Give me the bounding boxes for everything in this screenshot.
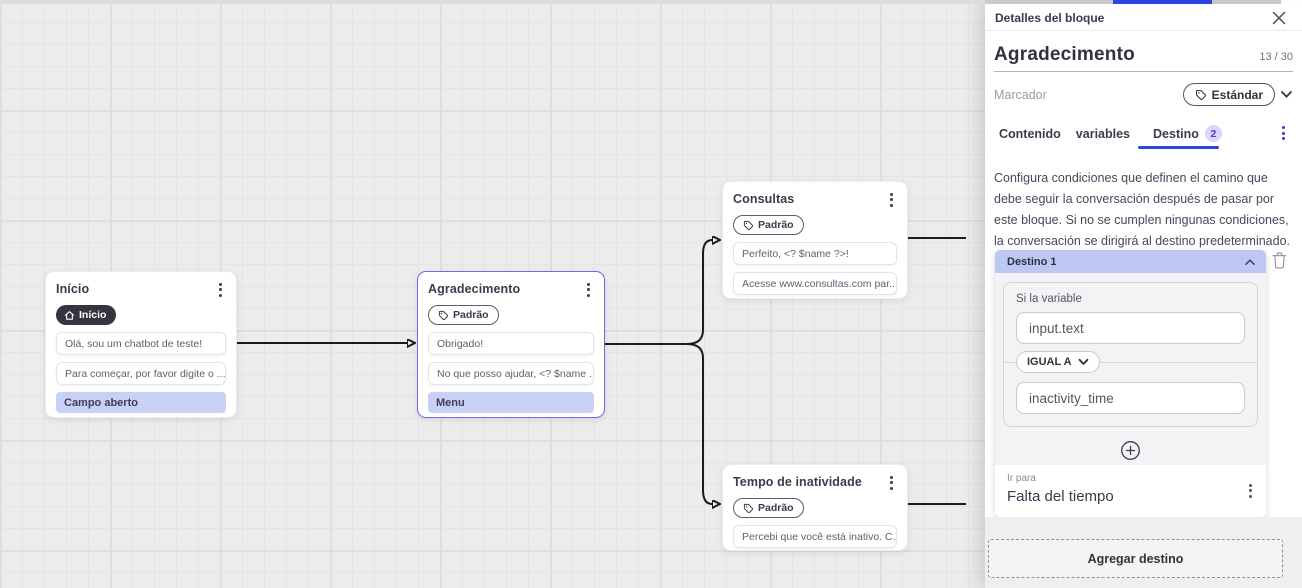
node-menu-icon[interactable] (886, 475, 897, 491)
node-message[interactable]: Percebi que você está inativo. C... (733, 525, 897, 548)
node-type-badge: Padrão (428, 305, 499, 325)
destination-title: Destino 1 (1007, 255, 1057, 268)
active-tab-indicator (1138, 146, 1219, 149)
node-type-badge: Padrão (733, 498, 804, 518)
char-counter: 13 / 30 (1259, 51, 1293, 63)
condition-divider (1004, 362, 1257, 363)
chevron-down-icon (1078, 358, 1088, 365)
node-type-badge: Início (56, 305, 117, 325)
tag-icon (438, 310, 449, 320)
chevron-down-icon[interactable] (1280, 90, 1293, 99)
if-variable-label: Si la variable (1016, 293, 1082, 305)
top-strip (0, 0, 1302, 4)
flow-node-inicio[interactable]: Início Início Olá, sou um chatbot de tes… (45, 271, 237, 418)
home-icon (64, 310, 75, 320)
node-type-badge: Padrão (733, 215, 804, 235)
comparison-value-input[interactable] (1016, 382, 1245, 414)
node-title: Início (56, 282, 90, 296)
tab-contenido[interactable]: Contenido (999, 126, 1061, 141)
add-condition-icon[interactable] (1120, 440, 1141, 461)
chevron-up-icon[interactable] (1244, 258, 1256, 266)
node-message[interactable]: Perfeito, <? $name ?>! (733, 242, 897, 265)
go-to-value: Falta del tiempo (1007, 488, 1114, 505)
node-message[interactable]: No que posso ajudar, <? $name ... (428, 362, 594, 385)
marker-value-pill[interactable]: Estándar (1182, 83, 1275, 106)
node-menu-icon[interactable] (886, 192, 897, 208)
tab-options-icon[interactable] (1278, 125, 1289, 141)
node-menu-icon[interactable] (215, 282, 226, 298)
top-strip-blue-segment (1113, 0, 1212, 4)
destination-count-badge: 2 (1204, 125, 1222, 142)
tab-destino[interactable]: Destino 2 (1153, 125, 1222, 142)
go-to-menu-icon[interactable] (1245, 483, 1256, 517)
flow-node-agradecimento[interactable]: Agradecimento Padrão Obrigado! No que po… (417, 271, 605, 418)
panel-tabs: Contenido variables Destino 2 (985, 119, 1302, 149)
tag-icon (743, 503, 754, 513)
node-message[interactable]: Obrigado! (428, 332, 594, 355)
condition-card: Si la variable IGUAL A (1003, 282, 1258, 427)
panel-title: Detalles del bloque (995, 11, 1105, 25)
go-to-label: Ir para (1007, 473, 1036, 484)
node-title: Consultas (733, 192, 795, 206)
tag-icon (1195, 89, 1206, 100)
block-name-field[interactable]: Agradecimento (994, 44, 1135, 65)
node-title: Agradecimento (428, 282, 521, 296)
flow-node-tempo-inatividade[interactable]: Tempo de inatividade Padrão Percebi que … (722, 464, 908, 551)
flow-node-consultas[interactable]: Consultas Padrão Perfeito, <? $name ?>! … (722, 181, 908, 299)
panel-bottom-area: Agregar destino (985, 517, 1302, 588)
close-icon[interactable] (1270, 9, 1288, 27)
title-underline (994, 71, 1293, 72)
node-action-row[interactable]: Campo aberto (56, 392, 226, 413)
tab-variables[interactable]: variables (1075, 126, 1131, 141)
destination-header[interactable]: Destino 1 (995, 250, 1266, 273)
operator-select[interactable]: IGUAL A (1016, 351, 1100, 373)
node-message[interactable]: Para começar, por favor digite o ... (56, 362, 226, 385)
variable-input[interactable] (1016, 312, 1245, 344)
add-destination-button[interactable]: Agregar destino (988, 539, 1283, 578)
go-to-row[interactable]: Ir para Falta del tiempo (995, 465, 1266, 517)
destination-description: Configura condiciones que definen el cam… (994, 171, 1290, 248)
tag-icon (743, 220, 754, 230)
marker-label: Marcador (994, 87, 1047, 102)
node-message[interactable]: Olá, sou um chatbot de teste! (56, 332, 226, 355)
node-menu-icon[interactable] (583, 282, 594, 298)
top-strip-white-segment (1281, 0, 1302, 4)
block-details-panel: Detalles del bloque Agradecimento 13 / 3… (985, 0, 1302, 588)
node-action-row[interactable]: Menu (428, 392, 594, 413)
node-title: Tempo de inatividade (733, 475, 862, 489)
node-message[interactable]: Acesse www.consultas.com par... (733, 272, 897, 295)
delete-destination-icon[interactable] (1272, 252, 1287, 269)
flow-edges (237, 0, 966, 588)
destination-card: Destino 1 Si la variable IGUAL A (995, 250, 1266, 517)
